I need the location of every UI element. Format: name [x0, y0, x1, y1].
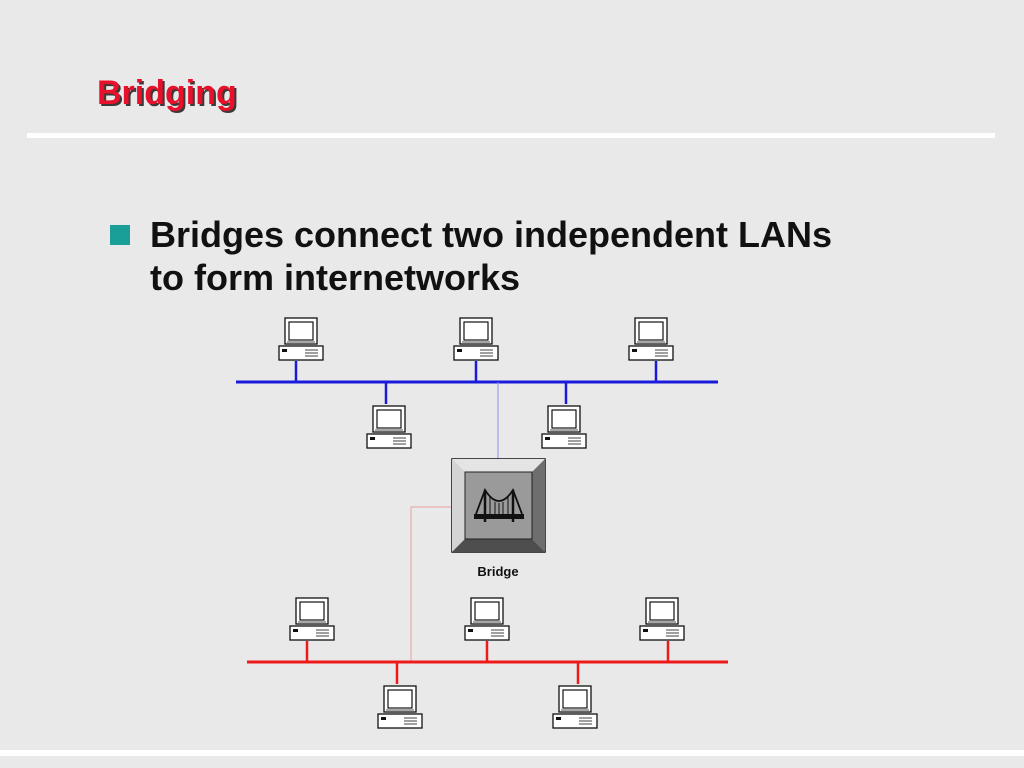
- bottom-lan-to-bridge-link: [410, 506, 452, 662]
- computer-icon: [464, 597, 510, 641]
- bullet-square-icon: [110, 225, 130, 245]
- suspension-bridge-icon: [474, 487, 524, 522]
- bullet-line-1: Bridges connect two independent LANs: [150, 214, 833, 255]
- computer-icon: [366, 405, 412, 449]
- top-lan: [236, 317, 718, 449]
- computer-icon: [377, 685, 423, 729]
- footer-divider: [0, 750, 1024, 756]
- title-divider: [27, 133, 995, 138]
- bullet-text: Bridges connect two independent LANs to …: [150, 213, 950, 299]
- computer-icon: [639, 597, 685, 641]
- computer-icon: [541, 405, 587, 449]
- bullet-line-2: to form internetworks: [150, 257, 521, 298]
- computer-icon: [453, 317, 499, 361]
- bottom-lan: [247, 597, 728, 729]
- computer-icon: [289, 597, 335, 641]
- bridge-device: Bridge: [451, 458, 546, 579]
- bridge-label: Bridge: [477, 564, 518, 579]
- computer-icon: [278, 317, 324, 361]
- computer-icon: [628, 317, 674, 361]
- slide-title: Bridging: [97, 74, 237, 112]
- computer-icon: [552, 685, 598, 729]
